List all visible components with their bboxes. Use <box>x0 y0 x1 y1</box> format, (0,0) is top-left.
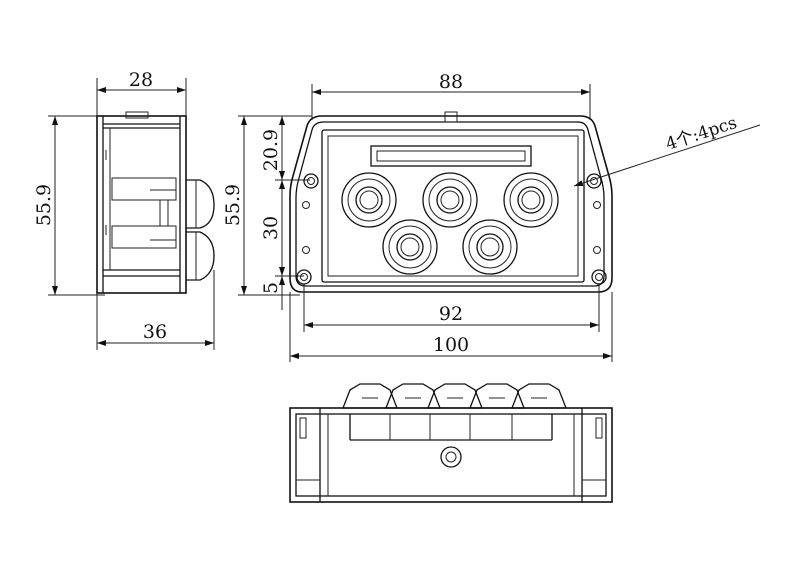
side-buttons <box>186 179 215 281</box>
mounting-hole <box>303 173 319 189</box>
button-top-1 <box>341 172 397 228</box>
dim-front-hole-spacing: 92 <box>303 284 600 332</box>
dim-side-bottom-width: 36 <box>96 270 215 350</box>
front-hole-spacing-width-label: 92 <box>439 303 463 325</box>
side-view: 28 55.9 <box>33 69 215 350</box>
mounting-note-label: 4个:4pcs <box>663 113 739 155</box>
button-bottom-1 <box>382 219 438 275</box>
dim-front-offsets: 20.9 30 5 <box>260 116 310 310</box>
mounting-hole <box>296 269 312 285</box>
side-height-label: 55.9 <box>33 184 55 226</box>
front-base-width-label: 100 <box>433 334 469 356</box>
bottom-button-caps <box>342 383 567 409</box>
front-height-label: 55.9 <box>222 184 244 226</box>
front-bottom-offset-label: 5 <box>260 282 282 294</box>
button-top-2 <box>422 172 478 228</box>
button-bottom-2 <box>462 219 518 275</box>
front-view: 88 55.9 20.9 30 5 <box>222 71 761 362</box>
bottom-view <box>289 383 613 503</box>
front-buttons <box>341 172 559 275</box>
dim-side-top-width: 28 <box>96 69 187 118</box>
mounting-holes <box>296 173 607 285</box>
dim-side-height: 55.9 <box>33 115 105 296</box>
button-top-3 <box>503 172 559 228</box>
side-body <box>96 111 187 294</box>
dim-front-base-width: 100 <box>289 292 613 362</box>
side-bottom-width-label: 36 <box>143 321 167 343</box>
side-top-width-label: 28 <box>129 69 153 91</box>
front-overall-width-label: 88 <box>439 71 463 93</box>
bottom-housing <box>289 407 613 503</box>
front-top-offset-label: 20.9 <box>260 129 282 171</box>
front-housing <box>289 111 613 293</box>
dim-front-overall-width: 88 <box>311 71 591 120</box>
front-hole-spacing-label: 30 <box>260 216 282 240</box>
